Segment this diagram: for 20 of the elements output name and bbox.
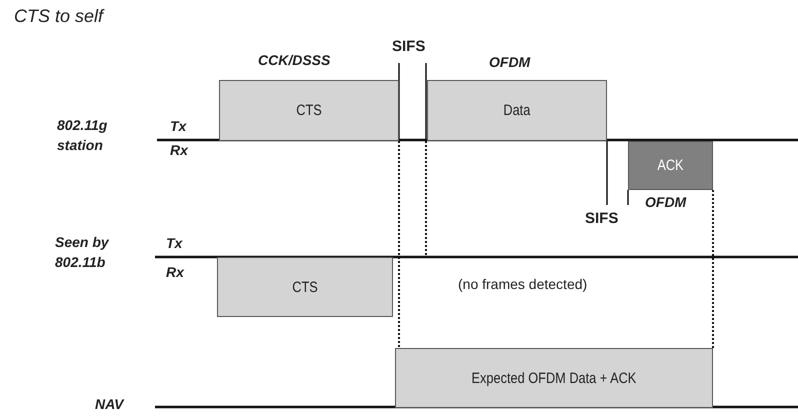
channel-label: Tx [166,235,182,251]
channel-label: Rx [170,142,188,158]
frame-type-label: OFDM [489,54,530,70]
frame-label: Expected OFDM Data + ACK [472,370,636,386]
frame-label: Data [504,102,530,119]
frame-label: CTS [292,278,318,296]
channel-label: Rx [166,264,184,280]
frame-label: ACK [657,157,684,174]
channel-label: NAV [95,396,124,412]
nav-duration-box [395,348,713,408]
frame-label: CTS [296,102,322,119]
frame-type-label: OFDM [645,194,686,210]
frame-box [219,80,399,141]
diagram-title: CTS to self [14,6,104,27]
frame-type-label: CCK/DSSS [258,52,330,68]
frame-box [628,141,713,190]
status-note: (no frames detected) [458,276,588,292]
frame-box [217,257,393,317]
frame-box [427,80,607,141]
channel-label: Tx [170,118,186,134]
